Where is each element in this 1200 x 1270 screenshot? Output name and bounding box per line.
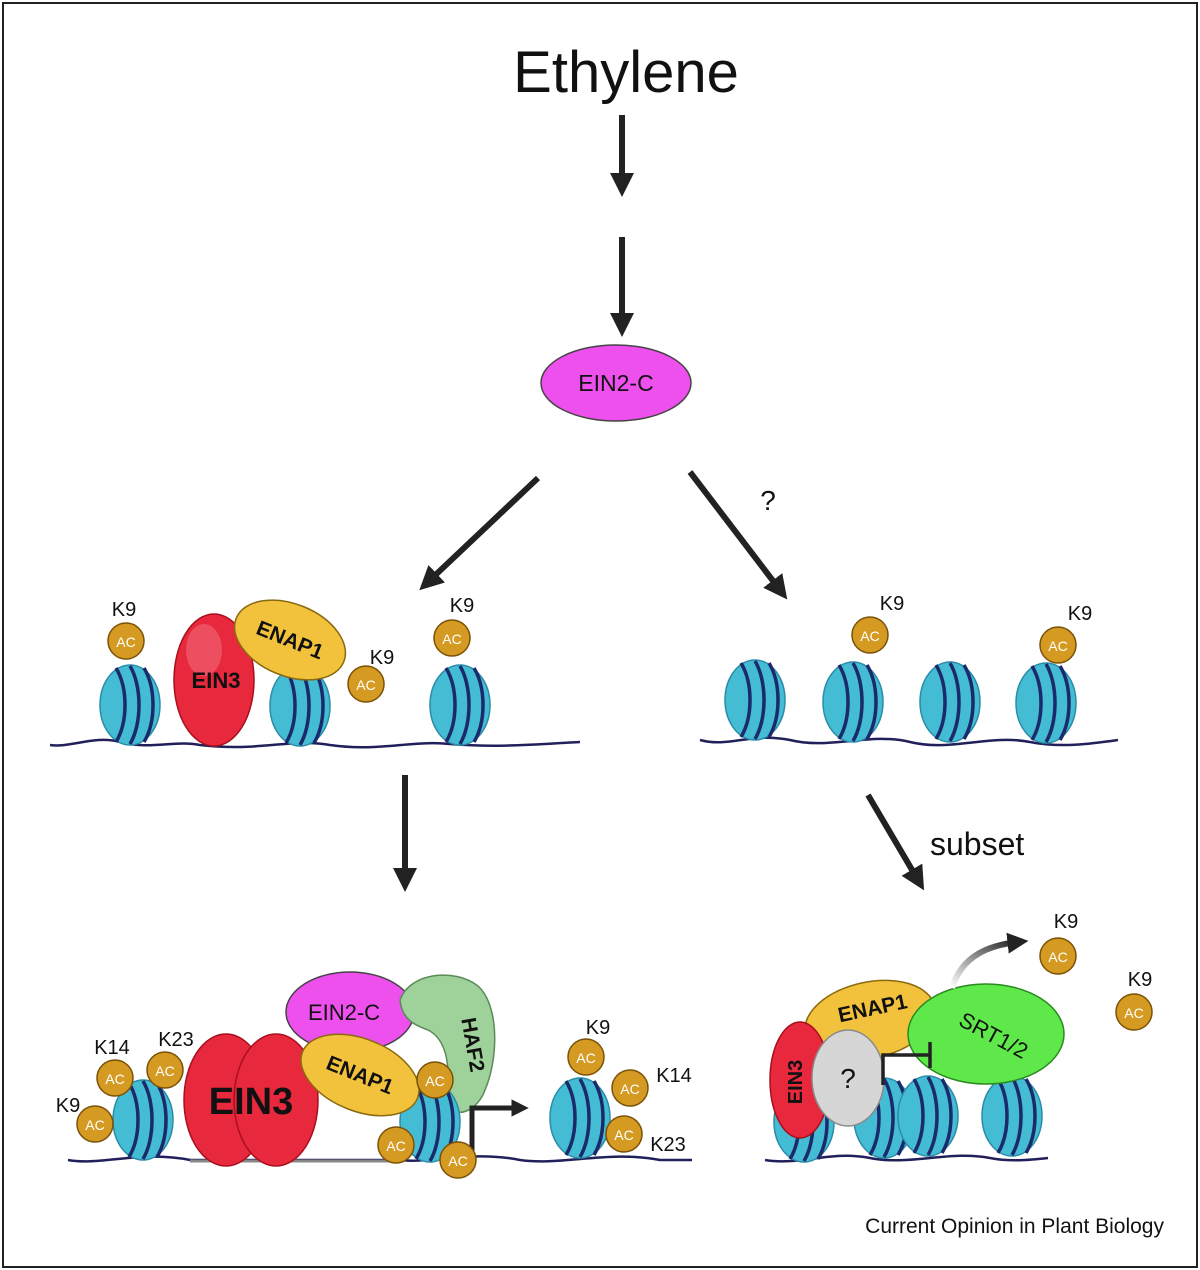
acetyl-mark: AC [377,1126,415,1164]
svg-text:AC: AC [448,1153,467,1169]
acetyl-mark: AC [146,1051,184,1089]
deacetylation-arrow [949,932,1029,989]
nucleosome [549,1077,611,1159]
subset-label: subset [930,826,1024,862]
k14-label: K14 [656,1065,692,1087]
nucleosome [99,664,161,746]
enap1-protein: ENAP1 [300,1033,420,1117]
nucleosome [724,659,786,741]
acetyl-mark: AC [567,1038,605,1076]
arrow-right-down [865,793,925,891]
question-label: ? [760,485,776,516]
k9-label: K9 [370,647,394,669]
ein3-label: EIN3 [785,1060,807,1104]
svg-text:AC: AC [620,1081,639,1097]
k9-label: K9 [1128,969,1152,991]
acetyl-mark: AC [1039,626,1077,664]
arrow-to-right-branch [687,470,788,600]
svg-text:AC: AC [1048,949,1067,965]
acetyl-mark: AC [76,1105,114,1143]
nucleosome [822,661,884,743]
acetyl-mark: AC [605,1115,643,1153]
svg-text:AC: AC [442,631,461,647]
ein2c-protein: EIN2-C [540,344,692,422]
k14-label: K14 [94,1037,130,1059]
arrow-to-left-branch [419,475,541,591]
acetyl-mark: AC [1115,993,1153,1031]
nucleosome [112,1079,174,1161]
k9-label: K9 [1054,911,1078,933]
haf2-protein: HAF2 [399,974,496,1113]
unknown-factor: ? [811,1029,885,1127]
nucleosome [429,664,491,746]
svg-text:AC: AC [1124,1005,1143,1021]
acetyl-mark: AC [611,1069,649,1107]
svg-text:AC: AC [576,1050,595,1066]
chromatin-mid-left: EIN3 ENAP1 AC K9 AC K9 AC K9 [49,595,581,749]
ethylene-title: Ethylene [513,40,739,105]
chromatin-bottom-right: ENAP1 EIN3 ? SRT1/2 AC K9 AC K9 [764,911,1153,1163]
k9-label: K9 [56,1095,80,1117]
svg-text:AC: AC [85,1117,104,1133]
acetyl-mark: AC [439,1141,477,1179]
acetyl-mark: AC [851,616,889,654]
svg-text:AC: AC [105,1071,124,1087]
ein2c-label: EIN2-C [578,370,653,396]
svg-text:AC: AC [614,1127,633,1143]
ein3-label: EIN3 [192,668,241,693]
ein2c-label: EIN2-C [308,1000,380,1025]
k9-label: K9 [1068,603,1092,625]
nucleosome [981,1075,1043,1157]
k23-label: K23 [650,1134,686,1156]
k23-label: K23 [158,1029,194,1051]
unknown-factor-label: ? [840,1063,856,1094]
k9-label: K9 [450,595,474,617]
k9-label: K9 [112,599,136,621]
enap1-protein: ENAP1 [233,599,347,681]
credit-text: Current Opinion in Plant Biology [865,1215,1164,1238]
chromatin-bottom-left: EIN3 EIN2-C HAF2 ENAP1 AC K9 [56,971,692,1179]
acetyl-mark: AC [416,1061,454,1099]
ein3-protein: EIN3 [173,613,255,747]
svg-text:AC: AC [1048,638,1067,654]
svg-text:AC: AC [356,677,375,693]
svg-text:AC: AC [425,1073,444,1089]
transcription-start-arrow [469,1099,529,1158]
acetyl-mark: AC [433,619,471,657]
chromatin-mid-right: AC K9 AC K9 [699,593,1119,745]
nucleosome [1015,663,1076,743]
nucleosome [919,661,981,743]
svg-text:AC: AC [860,628,879,644]
repression-symbol [881,1042,932,1085]
nucleosome [897,1075,959,1157]
srt12-protein: SRT1/2 [907,983,1065,1085]
k9-label: K9 [586,1017,610,1039]
acetyl-mark: AC [347,665,385,703]
svg-text:AC: AC [155,1063,174,1079]
k9-label: K9 [880,593,904,615]
ein3-label: EIN3 [209,1081,293,1123]
acetyl-mark: AC [107,622,145,660]
ein3-protein: EIN3 [183,1033,319,1167]
acetyl-mark: AC [1039,937,1077,975]
svg-text:AC: AC [386,1138,405,1154]
acetyl-mark: AC [96,1059,134,1097]
ein3-protein: EIN3 [769,1021,831,1139]
svg-text:AC: AC [116,634,135,650]
